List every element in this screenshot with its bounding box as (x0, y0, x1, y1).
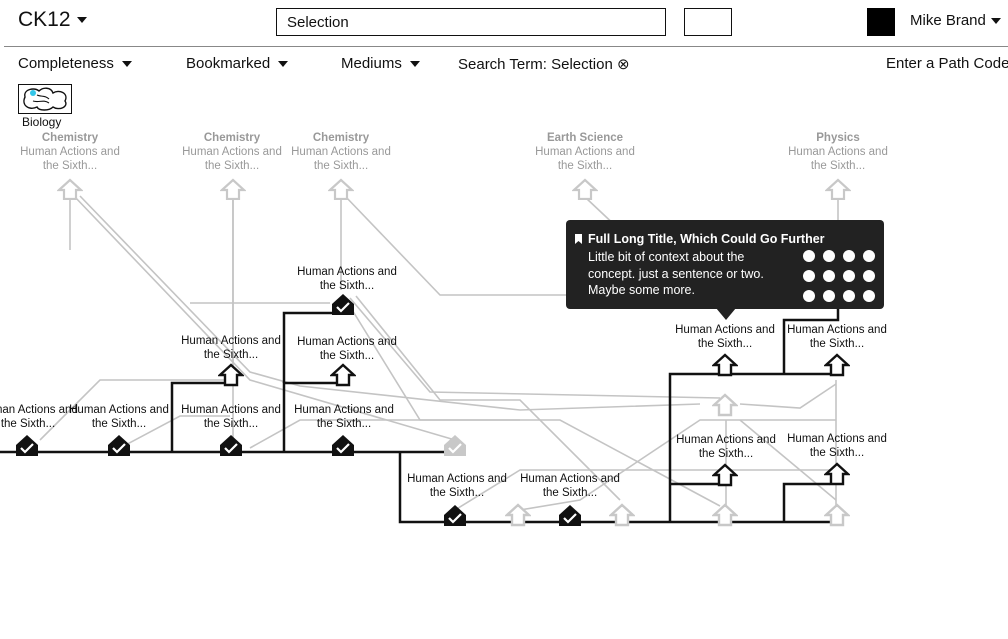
node-label: Human Actions and the Sixth... (787, 324, 887, 350)
column-title: Human Actions and the Sixth... (20, 146, 120, 172)
column-header: Chemistry Human Actions and the Sixth... (286, 131, 396, 173)
chevron-down-icon (278, 60, 289, 67)
node-label: Human Actions and the Sixth... (676, 434, 776, 460)
column-header: Chemistry Human Actions and the Sixth... (15, 131, 125, 173)
node-label: Human Actions and the Sixth... (787, 433, 887, 459)
node-label: Human Actions and the Sixth... (181, 335, 281, 361)
column-header: Physics Human Actions and the Sixth... (783, 131, 893, 173)
node-complete-icon[interactable] (14, 433, 40, 457)
node-complete-icon[interactable] (330, 433, 356, 457)
node-complete-icon[interactable] (557, 503, 583, 527)
brain-icon (23, 87, 67, 111)
house-icon[interactable] (712, 353, 738, 377)
house-icon[interactable] (712, 463, 738, 487)
column-title: Human Actions and the Sixth... (788, 146, 888, 172)
house-icon[interactable] (328, 178, 354, 200)
column-title: Human Actions and the Sixth... (535, 146, 635, 172)
tooltip-pointer (716, 308, 736, 320)
node-label: Human Actions and the Sixth... (69, 404, 169, 430)
house-icon[interactable] (220, 178, 246, 200)
house-icon[interactable] (505, 503, 531, 527)
tooltip-title: Full Long Title, Which Could Go Further (588, 232, 825, 246)
node-complete-icon[interactable] (106, 433, 132, 457)
app-logo: CK12 (18, 8, 71, 31)
bookmarked-filter-label: Bookmarked (186, 55, 271, 72)
search-input[interactable] (276, 8, 666, 36)
header-divider (4, 46, 1008, 47)
chevron-down-icon (409, 60, 420, 67)
node-label: Human Actions and the Sixth... (520, 473, 620, 499)
node-label: Human Actions and the Sixth... (297, 266, 397, 292)
bookmarked-filter[interactable]: Bookmarked (186, 55, 289, 72)
user-name: Mike Brand (910, 12, 986, 29)
node-complete-icon[interactable] (330, 292, 356, 316)
house-icon[interactable] (712, 503, 738, 527)
house-icon[interactable] (218, 363, 244, 387)
house-icon[interactable] (824, 462, 850, 486)
node-label: Human Actions and the Sixth... (0, 404, 78, 430)
concept-tooltip: Full Long Title, Which Could Go Further … (566, 220, 884, 309)
node-complete-faded-icon[interactable] (442, 433, 468, 457)
search-term-label: Search Term: Selection ⊗ (458, 56, 630, 73)
chevron-down-icon (990, 17, 1001, 24)
node-complete-icon[interactable] (442, 503, 468, 527)
column-header: Earth Science Human Actions and the Sixt… (530, 131, 640, 173)
bookmark-icon[interactable] (575, 234, 582, 244)
house-icon[interactable] (712, 393, 738, 417)
node-label: Human Actions and the Sixth... (294, 404, 394, 430)
mediums-filter-label: Mediums (341, 55, 402, 72)
mediums-filter[interactable]: Mediums (341, 55, 420, 72)
path-code-label: Enter a Path Code (886, 55, 1008, 72)
node-label: Human Actions and the Sixth... (181, 404, 281, 430)
search-term-chip[interactable]: Search Term: Selection ⊗ (458, 55, 630, 73)
node-label: Human Actions and the Sixth... (297, 336, 397, 362)
chevron-down-icon (76, 17, 87, 23)
tooltip-body: Little bit of context about the concept.… (588, 250, 764, 297)
column-subject: Chemistry (203, 132, 261, 144)
node-complete-icon[interactable] (218, 433, 244, 457)
grid-dots-icon[interactable] (803, 250, 875, 302)
house-icon[interactable] (824, 503, 850, 527)
node-label: Human Actions and the Sixth... (675, 324, 775, 350)
house-icon[interactable] (57, 178, 83, 200)
completeness-filter-label: Completeness (18, 55, 114, 72)
search-button[interactable] (684, 8, 732, 36)
column-subject: Earth Science (546, 132, 624, 144)
house-icon[interactable] (609, 503, 635, 527)
house-icon[interactable] (572, 178, 598, 200)
subject-badge[interactable] (18, 84, 72, 114)
path-code-link[interactable]: Enter a Path Code (886, 55, 1008, 72)
house-icon[interactable] (330, 363, 356, 387)
user-menu[interactable]: Mike Brand (910, 12, 1001, 29)
column-subject: Chemistry (312, 132, 370, 144)
column-header: Chemistry Human Actions and the Sixth... (177, 131, 287, 173)
completeness-filter[interactable]: Completeness (18, 55, 132, 72)
house-icon[interactable] (824, 353, 850, 377)
column-title: Human Actions and the Sixth... (182, 146, 282, 172)
chevron-down-icon (121, 60, 132, 67)
column-title: Human Actions and the Sixth... (291, 146, 391, 172)
app-logo-menu[interactable]: CK12 (18, 8, 87, 32)
node-label: Human Actions and the Sixth... (407, 473, 507, 499)
subject-label: Biology (22, 115, 62, 129)
column-subject: Physics (816, 132, 860, 144)
avatar[interactable] (867, 8, 895, 36)
column-subject: Chemistry (41, 132, 99, 144)
house-icon[interactable] (825, 178, 851, 200)
